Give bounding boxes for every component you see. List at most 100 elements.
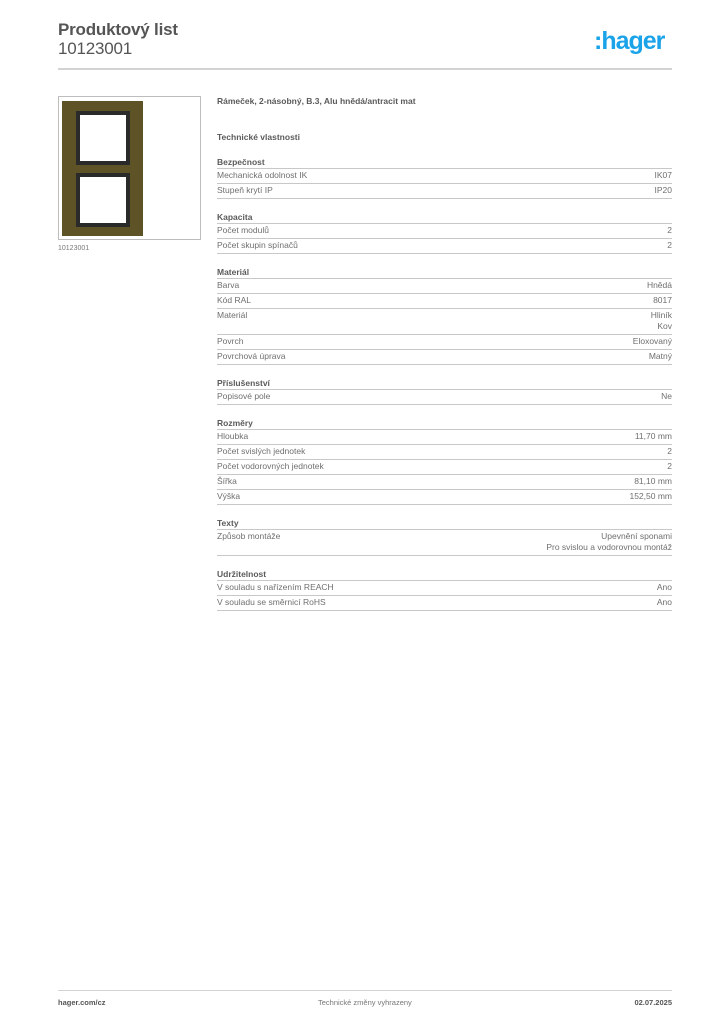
header-divider [58,68,672,70]
spec-row: Počet skupin spínačů 2 [217,239,672,254]
spec-value-line: 11,70 mm [634,431,672,441]
spec-value: IP20 [655,185,673,196]
spec-row: Počet vodorovných jednotek 2 [217,460,672,475]
spec-label: V souladu s nařízením REACH [217,582,334,592]
spec-value: Eloxovaný [633,336,672,347]
spec-label: Hloubka [217,431,249,441]
spec-value: Ano [657,582,672,593]
spec-label: Stupeň krytí IP [217,185,273,195]
spec-value-line: Eloxovaný [632,336,672,346]
spec-row: Povrch Eloxovaný [217,335,672,350]
frame-opening-top [76,111,130,165]
spec-label: Počet svislých jednotek [217,446,306,456]
product-specs: Rámeček, 2-násobný, B.3, Alu hnědá/antra… [217,94,672,611]
spec-value-line: 2 [667,240,672,250]
spec-value-line: Hliník [650,310,672,320]
spec-label: Výška [217,491,241,501]
footer-notice: Technické změny vyhrazeny [318,998,412,1007]
spec-value-line: Ne [661,391,672,401]
spec-value-line: 152,50 mm [629,491,672,501]
spec-value-line: Ano [656,597,672,607]
spec-row: Počet modulů 2 [217,224,672,239]
footer-date: 02.07.2025 [634,998,672,1007]
spec-value: 8017 [653,295,672,306]
section-title: Texty [217,517,672,530]
spec-label: Barva [217,280,240,290]
footer-divider [58,990,672,991]
spec-label: Šířka [217,476,237,486]
product-name: Rámeček, 2-násobný, B.3, Alu hnědá/antra… [217,96,416,106]
spec-value-line: Hnědá [646,280,672,290]
spec-label: Počet vodorovných jednotek [217,461,324,471]
spec-value: Ano [657,597,672,608]
spec-label: Počet modulů [217,225,269,235]
spec-row: Stupeň krytí IP IP20 [217,184,672,199]
spec-value: Hnědá [647,280,672,291]
product-image [58,96,201,240]
spec-value-line: 2 [667,446,672,456]
spec-value: 2 [667,446,672,457]
section-title: Kapacita [217,211,672,224]
footer-website-link[interactable]: hager.com/cz [58,998,106,1007]
image-caption: 10123001 [58,245,90,252]
spec-value-line: Matný [648,351,672,361]
section-title: Bezpečnost [217,156,672,169]
spec-row: Šířka 81,10 mm [217,475,672,490]
spec-value-line: IP20 [654,185,673,195]
spec-value-line: Ano [656,582,672,592]
product-number: 10123001 [58,39,133,58]
spec-value-line: 8017 [653,295,672,305]
spec-value: 81,10 mm [634,476,672,487]
spec-row: Popisové pole Ne [217,390,672,405]
spec-value: 152,50 mm [629,491,672,502]
spec-row: Barva Hnědá [217,279,672,294]
tech-properties-heading: Technické vlastnosti [217,132,300,142]
spec-value-line: Upevnění sponami [601,531,672,541]
spec-value: Ne [661,391,672,402]
spec-label: Povrch [217,336,244,346]
spec-value: 2 [667,225,672,236]
spec-label: Mechanická odolnost IK [217,170,308,180]
spec-row: Mechanická odolnost IK IK07 [217,169,672,184]
spec-value-line: 2 [667,461,672,471]
spec-label: Povrchová úprava [217,351,286,361]
spec-label: Materiál [217,310,248,320]
spec-value: 11,70 mm [635,431,672,442]
spec-value: 2 [667,240,672,251]
section-title: Příslušenství [217,377,672,390]
spec-value-line: Pro svislou a vodorovnou montáž [546,542,672,552]
spec-value: IK07 [655,170,673,181]
spec-label: Popisové pole [217,391,271,401]
spec-label: V souladu se směrnicí RoHS [217,597,326,607]
spec-value-line: 81,10 mm [634,476,672,486]
spec-row: Počet svislých jednotek 2 [217,445,672,460]
spec-row: Kód RAL 8017 [217,294,672,309]
spec-value-line: IK07 [654,170,673,180]
section-title: Udržitelnost [217,568,672,581]
section-title: Rozměry [217,417,672,430]
spec-label: Kód RAL [217,295,252,305]
spec-value-line: 2 [667,225,672,235]
spec-row: V souladu s nařízením REACH Ano [217,581,672,596]
frame-illustration [62,101,143,236]
spec-row: Povrchová úprava Matný [217,350,672,365]
spec-label: Počet skupin spínačů [217,240,298,250]
spec-label: Způsob montáže [217,531,281,541]
spec-value-line: Kov [657,321,672,331]
spec-value: 2 [667,461,672,472]
frame-opening-bottom [76,173,130,227]
spec-row: Výška 152,50 mm [217,490,672,505]
section-title: Materiál [217,266,672,279]
spec-row: Hloubka 11,70 mm [217,430,672,445]
spec-value: Matný [649,351,672,362]
